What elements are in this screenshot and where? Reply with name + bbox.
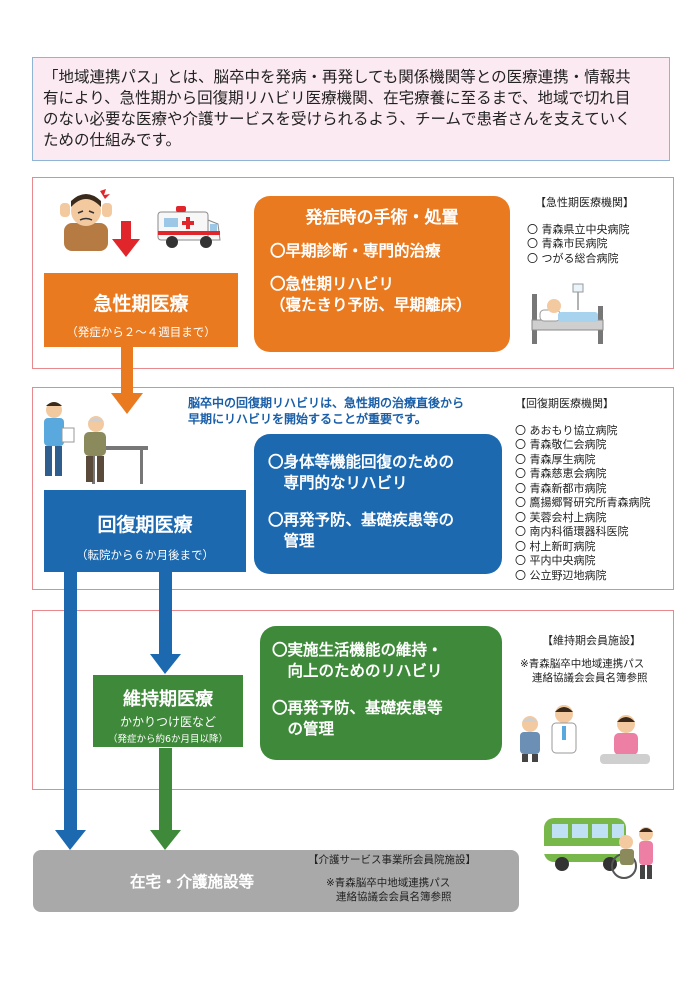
recovery-care-item: 専門的なリハビリ	[268, 474, 408, 492]
recovery-title: 回復期医療	[97, 514, 193, 536]
home-note: ※青森脳卒中地域連携パス	[326, 876, 451, 889]
maintenance-title-box: 維持期医療 かかりつけ医など （発症から約6か月目以降）	[93, 675, 243, 747]
maintenance-care-item: 〇再発予防、基礎疾患等	[272, 699, 443, 717]
institution-item: 〇 青森市民病院	[527, 237, 608, 250]
orange-down-arrow-icon	[111, 347, 143, 414]
acute-institutions-label: 【急性期医療機関】	[535, 196, 634, 209]
headache-person-icon	[60, 189, 112, 251]
acute-subtitle: （発症から２～４週目まで）	[66, 325, 216, 339]
acute-care-item: 〇急性期リハビリ	[270, 275, 395, 293]
acute-section	[32, 177, 674, 369]
institution-item: 〇 青森慈恵会病院	[515, 467, 607, 480]
intro-line: のない必要な医療や介護サービスを受けられるよう、チームで患者さんを支えていく	[43, 110, 631, 128]
home-title: 在宅・介護施設等	[130, 873, 255, 891]
recovery-note-line: 早期にリハビリを開始することが重要です。	[188, 412, 427, 426]
blue-short-arrow-icon	[150, 572, 181, 674]
recovery-title-box: 回復期医療 （転院から６か月後まで）	[44, 490, 246, 572]
institution-item: 〇 鷹揚郷腎研究所青森病院	[515, 496, 651, 509]
maintenance-facilities-note: ※青森脳卒中地域連携パス	[520, 657, 645, 670]
recovery-care-item: 〇再発予防、基礎疾患等の	[268, 511, 455, 529]
home-info: 【介護サービス事業所会員院施設】 ※青森脳卒中地域連携パス 連絡協議会会員名簿参…	[308, 853, 518, 905]
institution-item: 〇 平内中央病院	[515, 554, 596, 567]
maintenance-care-box: 〇実施生活機能の維持・ 向上のためのリハビリ 〇再発予防、基礎疾患等 の管理	[260, 626, 502, 760]
green-down-arrow-icon	[150, 748, 181, 850]
recovery-care-item: 管理	[268, 532, 315, 550]
institution-item: 〇 公立野辺地病院	[515, 568, 607, 582]
intro-box: 「地域連携パス」とは、脳卒中を発病・再発しても関係機関等との医療連携・情報共 有…	[32, 57, 670, 161]
institution-item: 〇 芙蓉会村上病院	[515, 510, 607, 524]
doctor-patient-icon	[520, 705, 577, 762]
institution-item: 〇 南内科循環器科医院	[515, 525, 629, 538]
recovery-institutions: 【回復期医療機関】 〇 あおもり協立病院 〇 青森敬仁会病院 〇 青森厚生病院 …	[515, 397, 671, 583]
maintenance-facilities-label: 【維持期会員施設】	[542, 634, 641, 647]
maintenance-facilities: 【維持期会員施設】 ※青森脳卒中地域連携パス 連絡協議会会員名簿参照	[520, 634, 672, 686]
acute-care-heading: 発症時の手術・処置	[305, 208, 459, 228]
recovery-note: 脳卒中の回復期リハビリは、急性期の治療直後から 早期にリハビリを開始することが重…	[188, 395, 518, 427]
maintenance-section	[32, 610, 674, 790]
maintenance-care-item: の管理	[272, 720, 335, 738]
institution-item: 〇 青森敬仁会病院	[515, 438, 607, 451]
intro-line: 「地域連携パス」とは、脳卒中を発病・再発しても関係機関等との医療連携・情報共	[43, 68, 631, 86]
institution-item: 〇 青森厚生病院	[515, 452, 596, 466]
institution-item: 〇 村上新町病院	[515, 539, 596, 553]
recovery-note-line: 脳卒中の回復期リハビリは、急性期の治療直後から	[188, 396, 465, 410]
hospital-bed-icon	[531, 283, 604, 344]
care-bus-icon	[544, 818, 653, 879]
recovery-section	[32, 387, 674, 590]
acute-care-box: 発症時の手術・処置 〇早期診断・専門的治療 〇急性期リハビリ （寝たきり予防、早…	[254, 196, 510, 352]
recovery-subtitle: （転院から６か月後まで）	[76, 548, 214, 562]
recovery-institutions-label: 【回復期医療機関】	[515, 397, 614, 410]
maintenance-care-item: 向上のためのリハビリ	[272, 662, 443, 680]
maintenance-facilities-note: 連絡協議会会員名簿参照	[532, 672, 648, 684]
maintenance-care-item: 〇実施生活機能の維持・	[272, 641, 443, 659]
acute-title: 急性期医療	[93, 293, 189, 315]
home-note: 連絡協議会会員名簿参照	[336, 891, 452, 903]
institution-item: 〇 あおもり協立病院	[515, 423, 618, 437]
ambulance-icon	[157, 206, 221, 248]
nurse-icon	[600, 715, 650, 764]
home-label: 【介護サービス事業所会員院施設】	[308, 854, 476, 866]
rehab-walking-icon	[44, 402, 148, 484]
institution-item: 〇 青森県立中央病院	[527, 222, 630, 236]
acute-institutions: 【急性期医療機関】 〇 青森県立中央病院 〇 青森市民病院 〇 つがる総合病院	[527, 196, 667, 266]
acute-care-item: 〇早期診断・専門的治療	[270, 242, 441, 260]
institution-item: 〇 青森新都市病院	[515, 481, 607, 495]
recovery-care-item: 〇身体等機能回復のための	[268, 453, 455, 471]
maintenance-subtitle: かかりつけ医など	[119, 715, 217, 729]
acute-title-box: 急性期医療 （発症から２～４週目まで）	[44, 273, 238, 347]
acute-care-item: （寝たきり予防、早期離床）	[270, 296, 472, 314]
blue-long-arrow-icon	[55, 572, 86, 850]
home-box	[33, 850, 519, 912]
maintenance-subtitle: （発症から約6か月目以降）	[107, 734, 229, 745]
maintenance-title: 維持期医療	[123, 689, 213, 710]
recovery-care-box: 〇身体等機能回復のための 専門的なリハビリ 〇再発予防、基礎疾患等の 管理	[254, 434, 502, 574]
intro-line: 有により、急性期から回復期リハビリ医療機関、在宅療養に至るまで、地域で切れ目	[43, 89, 631, 107]
institution-item: 〇 つがる総合病院	[527, 251, 619, 265]
red-down-arrow-icon	[112, 221, 140, 257]
intro-line: ための仕組みです。	[43, 131, 181, 149]
